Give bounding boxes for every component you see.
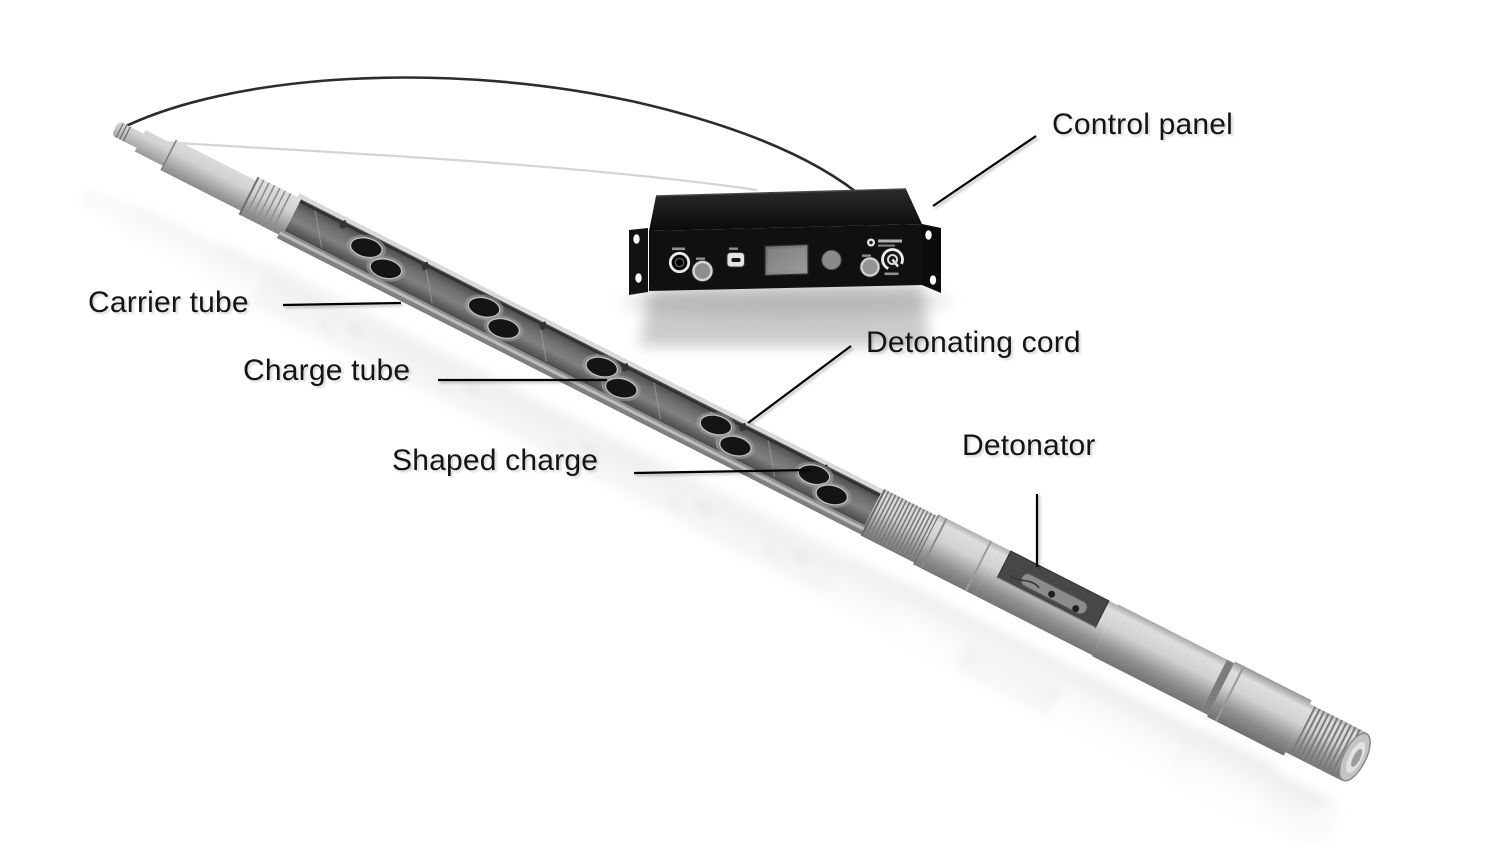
safety-label-mark [884,272,899,276]
detonator-wire [1009,574,1040,589]
leader-detonating-cord [747,345,852,424]
label-control-panel: Control panel [1052,108,1234,141]
shaped-charge-port [699,414,733,436]
leader-control-panel [932,135,1037,207]
display-screen [764,243,809,277]
shaped-charge-port [585,356,619,378]
shaped-charge-port [349,237,383,259]
perforating-gun-assembly [53,122,1376,844]
usb-label-mark [729,247,738,250]
label-charge-tube: Charge tube [243,354,411,387]
label-detonator: Detonator [962,429,1096,462]
screw-hole [929,275,937,285]
arm-label-mark [862,254,871,257]
indicator-button [821,249,842,271]
safety-knob [881,248,904,271]
screw-hole [633,234,640,244]
end-thread-pin [1285,703,1371,782]
screw-hole [635,273,642,283]
cable-reflection-arc [126,138,758,192]
ribbed-collar [238,176,302,238]
power-label-mark [672,247,685,251]
detonating-cord-line [299,200,881,497]
label-detonating-cord: Detonating cord [866,326,1081,359]
reflection-fade [53,156,1376,844]
rack-ear-left [629,228,648,295]
shaped-charge-port [487,317,520,340]
detonator-housing [914,514,1118,656]
shaped-charge-port [815,484,849,506]
carrier-tube-body [276,193,885,535]
shaped-charge-port [719,435,752,457]
screw-hole [925,230,932,240]
label-carrier-tube: Carrier tube [88,286,249,319]
cable-head [112,122,176,167]
leader-lines [282,135,1039,567]
panel-reflection [640,284,930,346]
panel-top-face [649,189,922,231]
rack-ear-right [922,224,941,293]
button-label-mark [696,257,705,260]
shaped-charge-port [369,258,403,280]
upper-sub [160,139,259,213]
leader-carrier-tube [282,301,402,307]
bottom-sub [1091,604,1312,756]
leader-shaped-charge [633,468,811,475]
brand-logo [867,238,902,247]
wireline-cable [117,76,867,201]
arm-button [860,257,880,277]
label-shaped-charge: Shaped charge [392,444,599,477]
shaped-charge-port [604,377,638,399]
shaped-charge-port [467,296,501,318]
control-panel-unit [621,188,951,346]
power-button [692,260,713,282]
